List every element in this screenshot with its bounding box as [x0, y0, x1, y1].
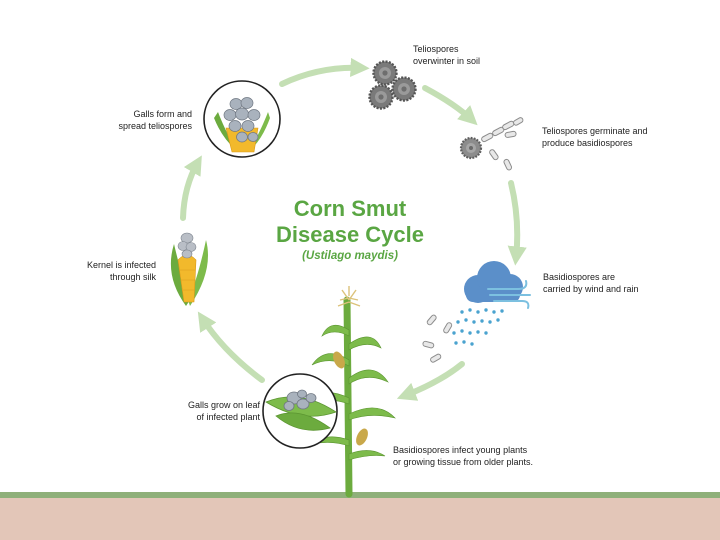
cloud-wind-rain-icon: [422, 261, 531, 363]
cycle-arrows: [180, 57, 527, 401]
title-subtitle: (Ustilago maydis): [302, 250, 398, 262]
label-wind-line2: carried by wind and rain: [543, 283, 639, 294]
label-overwinter-line2: overwinter in soil: [413, 55, 481, 66]
arrow-leaf-to-kernel: [197, 311, 265, 383]
title-line2: Disease Cycle: [276, 222, 424, 247]
label-leaf-galls-line1: Galls grow on leaf: [187, 400, 260, 410]
label-kernel-line1: Kernel is infected: [86, 260, 156, 270]
label-wind: Basidiospores are carried by wind and ra…: [543, 272, 639, 295]
smut-gall-ear-icon: [203, 80, 281, 158]
diagram-title: Corn Smut Disease Cycle (Ustilago maydis…: [240, 196, 460, 264]
label-germinate-line2: produce basidiospores: [542, 137, 633, 148]
label-infect: Basidiospores infect young plants or gro…: [393, 445, 533, 468]
label-overwinter-line1: Teliospores: [413, 44, 459, 54]
corn-plant-icon: [303, 286, 396, 498]
arrow-wind-to-plant: [396, 361, 465, 401]
label-kernel-line2: through silk: [109, 271, 156, 282]
arrow-overwinter-to-germinate: [422, 85, 478, 126]
label-galls-form-line1: Galls form and: [133, 109, 192, 119]
arrow-galls-to-overwinter: [279, 57, 370, 87]
label-infect-line1: Basidiospores infect young plants: [393, 445, 528, 455]
spiky-spore-icon: [368, 60, 417, 110]
label-overwinter: Teliospores overwinter in soil: [413, 44, 480, 67]
label-germinate-line1: Teliospores germinate and: [542, 126, 648, 136]
label-germinate: Teliospores germinate and produce basidi…: [542, 126, 648, 149]
label-leaf-galls-line2: of infected plant: [196, 411, 260, 422]
arrow-germinate-to-wind: [507, 180, 527, 266]
label-galls-form-line2: spread teliospores: [118, 120, 192, 131]
soil: [0, 496, 720, 540]
germinating-spore-icon: [459, 117, 524, 171]
ground-line: [0, 492, 720, 498]
label-wind-line1: Basidiospores are: [543, 272, 616, 282]
label-leaf-galls: Galls grow on leaf of infected plant: [150, 400, 260, 423]
label-kernel: Kernel is infected through silk: [56, 260, 156, 283]
corn-ear-icon: [170, 232, 208, 306]
label-infect-line2: or growing tissue from older plants.: [393, 456, 534, 467]
infected-leaf-icon: [262, 373, 338, 449]
label-galls-form: Galls form and spread teliospores: [92, 109, 192, 132]
title-line1: Corn Smut: [293, 196, 407, 221]
arrow-kernel-to-galls: [180, 155, 202, 221]
